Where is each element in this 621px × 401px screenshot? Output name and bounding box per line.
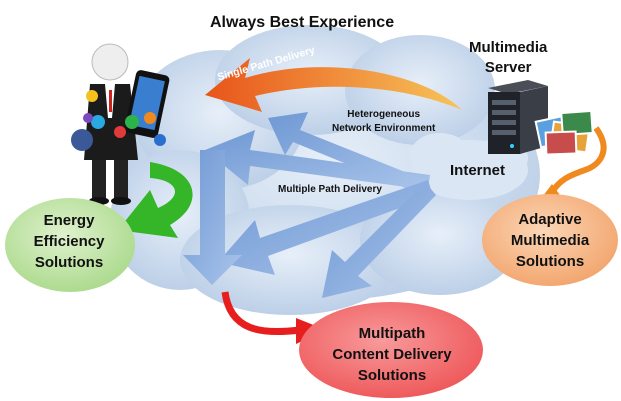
blue-arrow-down (322, 182, 436, 298)
twitter-icon (91, 115, 105, 129)
adaptive-line1: Adaptive (518, 211, 582, 228)
app-icon-purple (83, 113, 93, 123)
internet-cloud (410, 133, 528, 200)
adaptive-solutions-label: Adaptive Multimedia Solutions (491, 209, 609, 272)
energy-line3: Solutions (34, 254, 104, 271)
blue-arrow-down-left (218, 180, 433, 275)
multipath-solutions-blob (299, 302, 483, 398)
photo-stack-icon (534, 109, 594, 156)
multipath-line3: Solutions (357, 367, 427, 384)
app-icon-blue (154, 134, 166, 146)
server-label-line2: Server (484, 59, 532, 76)
blue-arrow-vertical (183, 150, 242, 285)
network-label-line2: Network Environment (332, 123, 436, 134)
internet-label: Internet (450, 162, 506, 179)
diagram-title: Always Best Experience (210, 14, 395, 31)
adaptive-arrow (549, 126, 607, 194)
server-label: Multimedia Server (469, 38, 547, 78)
app-icon-red (114, 126, 126, 138)
energy-solutions-label: Energy Efficiency Solutions (19, 210, 119, 273)
network-label: Heterogeneous Network Environment (332, 108, 435, 136)
app-icon-green (125, 115, 139, 129)
multiple-path-label: Multiple Path Delivery (278, 184, 382, 195)
person-with-phone-icon (84, 43, 170, 205)
server-icon (488, 80, 548, 154)
adaptive-line3: Solutions (515, 253, 585, 270)
adaptive-solutions-blob (482, 194, 618, 286)
facebook-icon (71, 129, 93, 151)
app-icon-yellow (86, 90, 98, 102)
adaptive-line2: Multimedia (510, 232, 590, 249)
multipath-line1: Multipath (358, 325, 426, 342)
server-label-line1: Multimedia (469, 39, 548, 56)
app-icon-orange (144, 112, 156, 124)
multipath-line2: Content Delivery (332, 346, 452, 363)
multiple-path-arrows (183, 112, 436, 298)
energy-line2: Efficiency (33, 233, 105, 250)
single-path-arrow (205, 58, 462, 112)
energy-solutions-blob (5, 198, 135, 292)
energy-line1: Energy (43, 212, 95, 229)
energy-arrow (118, 162, 193, 238)
multipath-arrow (221, 291, 301, 336)
network-label-line1: Heterogeneous (347, 109, 421, 120)
blue-arrow-diag-up (268, 112, 420, 192)
multipath-solutions-label: Multipath Content Delivery Solutions (318, 323, 466, 386)
app-bubbles (71, 90, 166, 151)
